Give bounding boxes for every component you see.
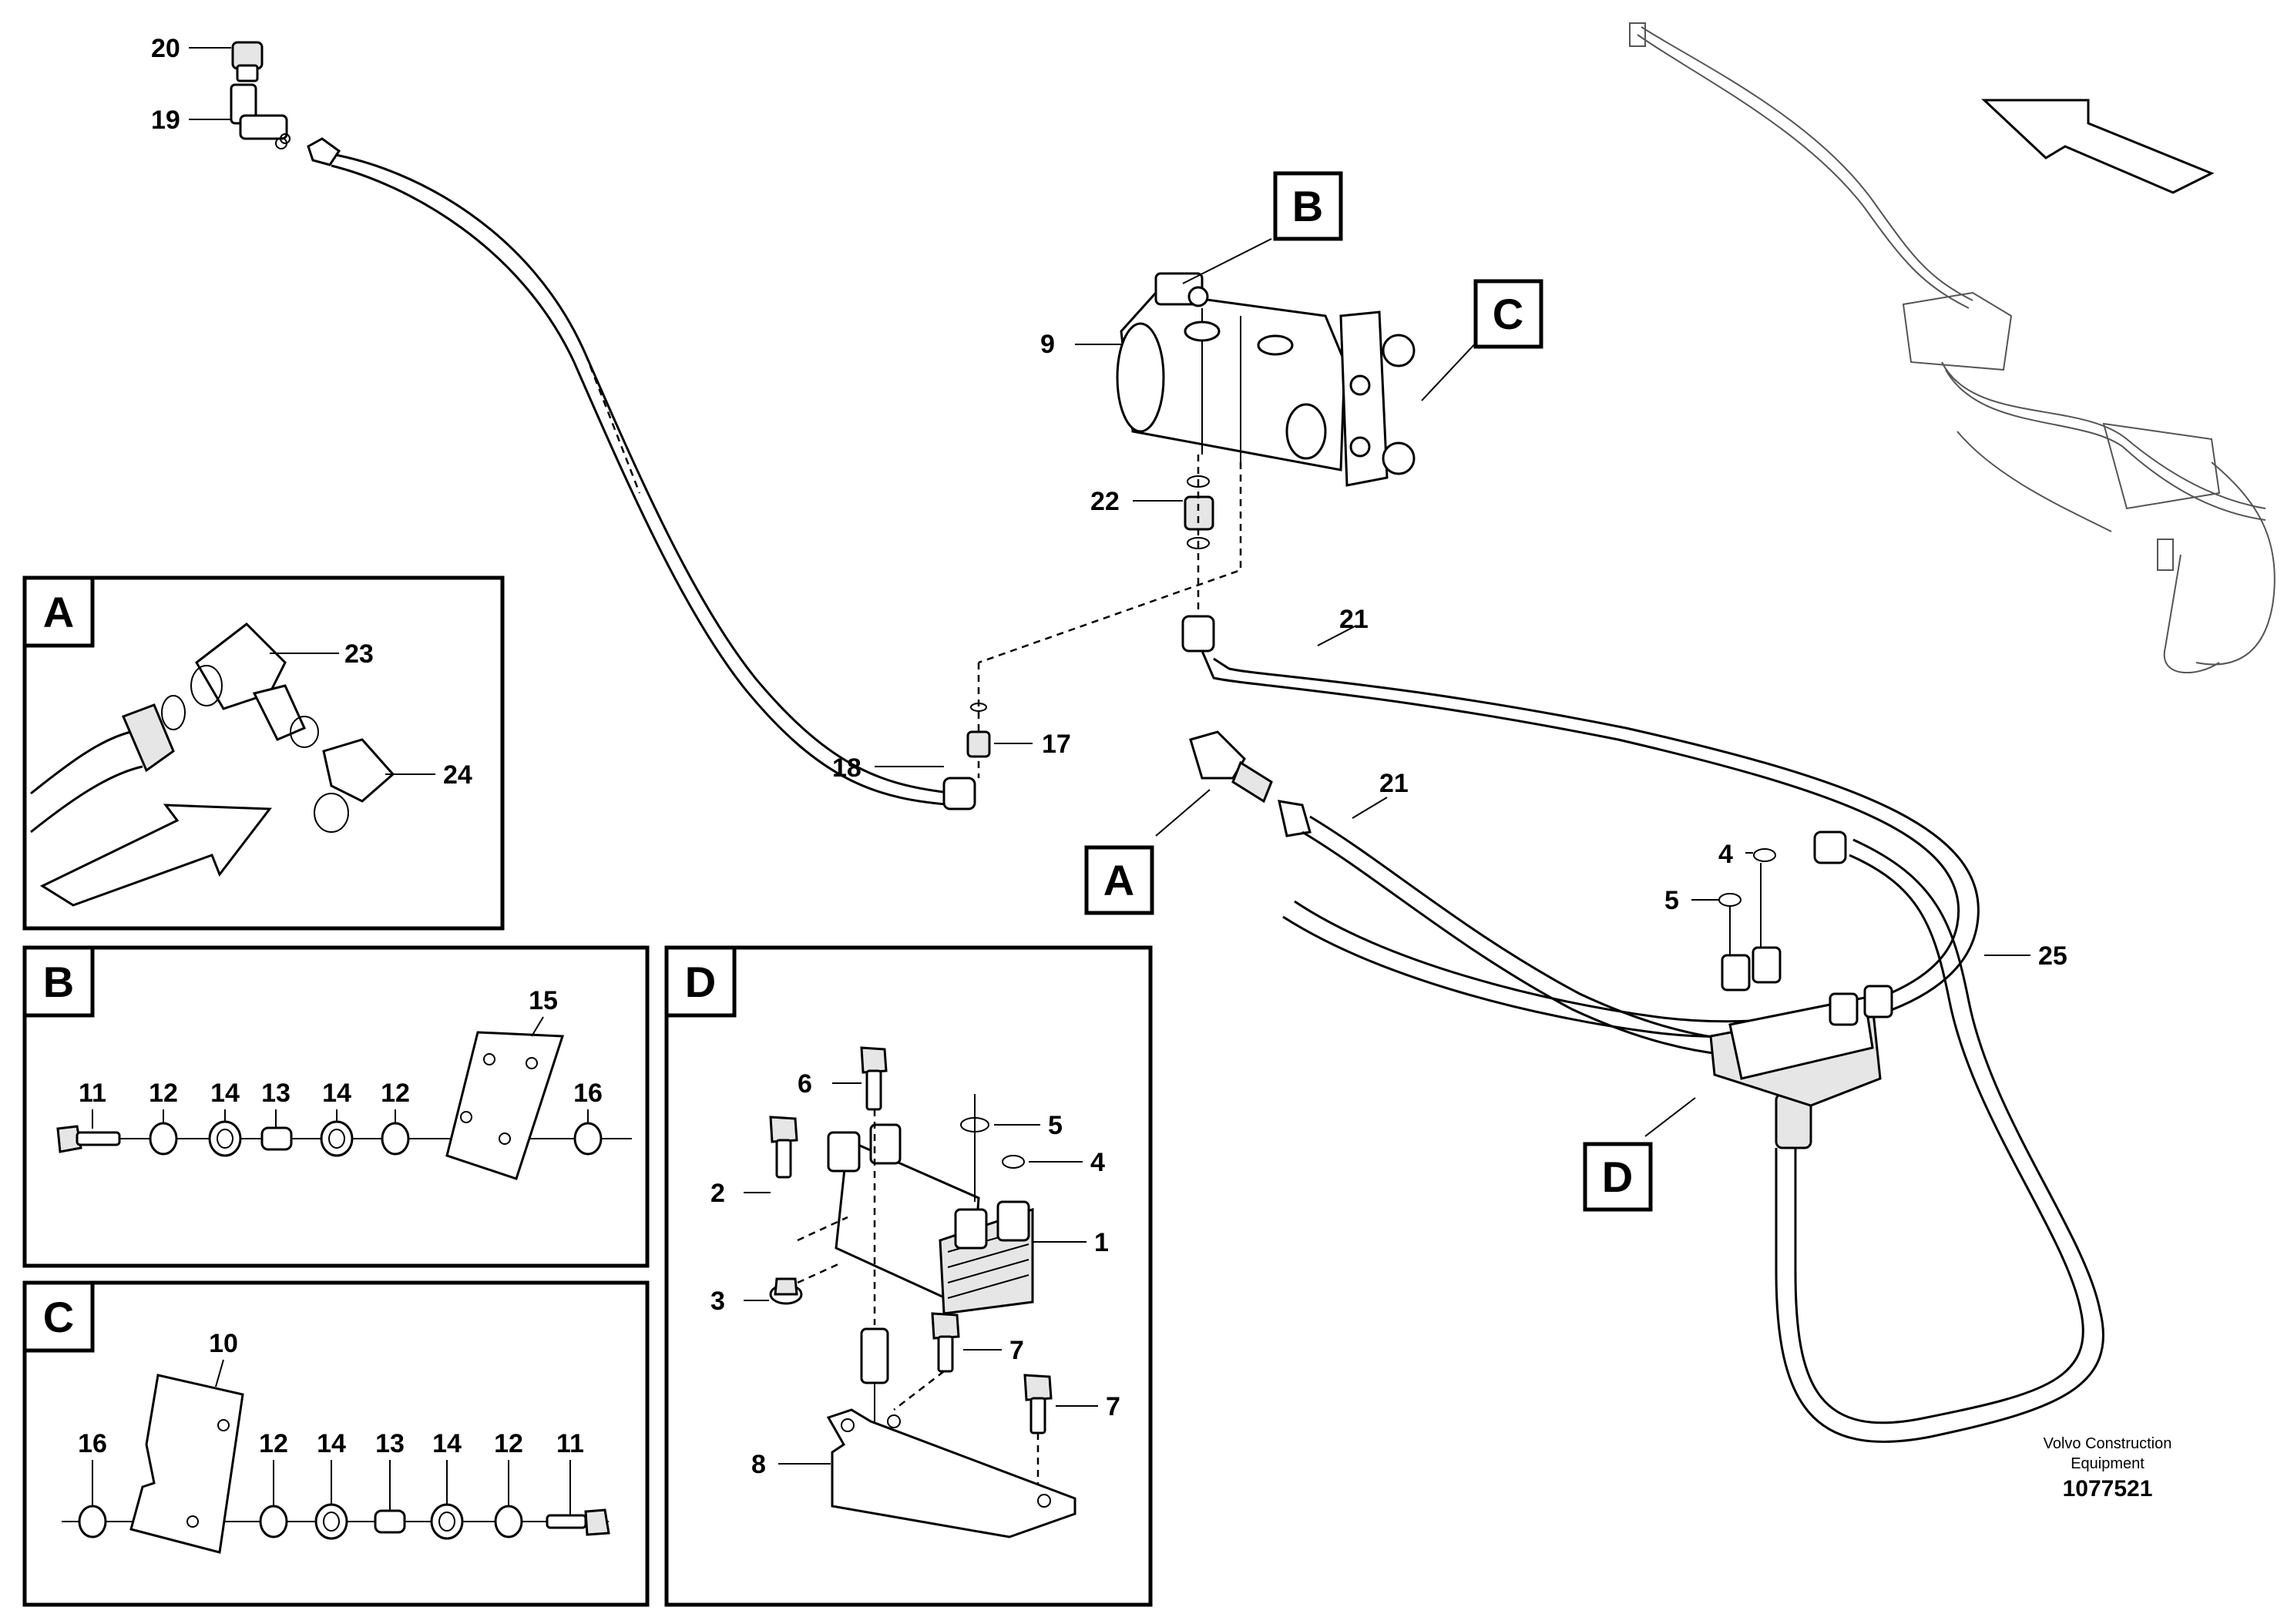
detail-B-letter: B — [43, 958, 74, 1006]
adapter-22 — [1184, 475, 1214, 549]
callout-11-B: 11 — [79, 1079, 106, 1108]
callout-24: 24 — [443, 760, 472, 790]
callout-3: 3 — [710, 1287, 725, 1316]
credit-line-1: Volvo Construction — [2044, 1435, 2172, 1452]
callout-8: 8 — [751, 1450, 766, 1479]
callout-15: 15 — [529, 986, 558, 1015]
callout-22: 22 — [1090, 487, 1120, 516]
callout-9: 9 — [1040, 330, 1055, 359]
callout-13-C: 13 — [375, 1429, 405, 1458]
callout-20: 20 — [151, 34, 180, 63]
callout-21-upper: 21 — [1339, 605, 1369, 634]
view-label-C-text: C — [1493, 290, 1523, 338]
callout-16-B: 16 — [573, 1079, 603, 1108]
callout-17: 17 — [1042, 730, 1071, 759]
callout-21-lower: 21 — [1379, 769, 1409, 798]
callout-10: 10 — [209, 1329, 238, 1358]
callout-5-D: 5 — [1048, 1111, 1063, 1140]
callout-16-C: 16 — [78, 1429, 107, 1458]
hose-25 — [1775, 830, 2104, 1443]
fitting-20 — [231, 41, 264, 82]
callout-7-lower: 7 — [1106, 1392, 1120, 1421]
pump-9 — [1116, 272, 1416, 487]
callout-12-B-right: 12 — [381, 1079, 410, 1108]
detail-A-letter: A — [43, 588, 74, 636]
callout-14-B-right: 14 — [322, 1079, 351, 1108]
credit-line-2: Equipment — [2071, 1455, 2145, 1472]
fitting-17 — [966, 703, 991, 758]
callout-18: 18 — [832, 753, 862, 783]
callout-11-C: 11 — [556, 1429, 584, 1458]
drawing-number: 1077521 — [2063, 1476, 2153, 1502]
callout-12-C-right: 12 — [494, 1429, 523, 1458]
flow-arrow — [39, 804, 272, 907]
view-label-D — [1583, 1142, 1653, 1212]
callout-12-B-left: 12 — [149, 1079, 178, 1108]
detail-box-C: C 16 10 12 14 13 14 12 11 — [22, 1280, 650, 1607]
view-label-C — [1473, 279, 1543, 349]
detail-C-letter: C — [43, 1293, 74, 1341]
callout-14-B-left: 14 — [210, 1079, 240, 1108]
callout-19: 19 — [151, 106, 180, 135]
view-label-B-text: B — [1292, 182, 1323, 230]
view-label-A-text: A — [1103, 856, 1134, 904]
callout-2: 2 — [710, 1179, 725, 1208]
callout-5-main: 5 — [1664, 886, 1679, 915]
callout-23: 23 — [344, 639, 374, 669]
hose-end-nut — [275, 137, 341, 166]
machine-overview — [1629, 22, 2276, 674]
elbow-19 — [230, 83, 291, 144]
callout-14-C-right: 14 — [432, 1429, 462, 1458]
detail-box-A: A 23 24 — [22, 575, 505, 931]
callout-12-C-left: 12 — [259, 1429, 288, 1458]
direction-arrow-top-right — [1981, 99, 2215, 194]
callout-14-C-left: 14 — [317, 1429, 346, 1458]
view-label-D-text: D — [1602, 1153, 1633, 1201]
callout-7-upper: 7 — [1009, 1336, 1024, 1365]
hose-18 — [331, 153, 956, 807]
detail-box-B: B 11 12 14 13 14 12 15 16 — [22, 945, 650, 1268]
view-label-B — [1273, 171, 1343, 241]
callout-4-D: 4 — [1090, 1148, 1105, 1177]
callout-25: 25 — [2038, 941, 2067, 971]
callout-13-B: 13 — [261, 1079, 291, 1108]
detail-box-D: D 6 2 3 1 5 4 — [664, 945, 1153, 1607]
hose-18-end-elbow — [942, 777, 976, 810]
callout-4-main: 4 — [1718, 840, 1733, 869]
cooler-assembly-main — [1709, 946, 1893, 1107]
view-label-A — [1084, 845, 1154, 915]
detail-D-letter: D — [685, 958, 716, 1006]
coupling-A — [1189, 730, 1312, 837]
callout-6: 6 — [798, 1069, 812, 1099]
callout-1: 1 — [1094, 1228, 1109, 1257]
